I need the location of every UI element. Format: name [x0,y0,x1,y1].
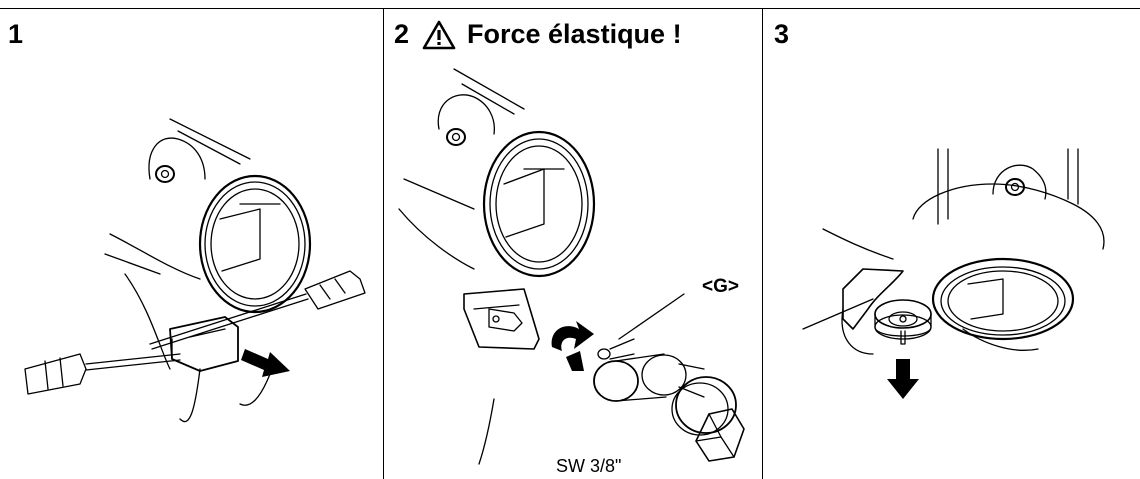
step-number: 3 [774,19,790,49]
warning-triangle-icon [422,20,456,50]
rotate-arrow-icon [551,321,594,371]
part-label-g: <G> [702,276,739,297]
arrow-icon [887,359,919,399]
illustration-remove-pin [802,148,1105,399]
illustration-remove-clip [24,118,366,422]
panel-divider-2 [762,8,763,479]
socket-size-label: SW 3/8" [556,456,622,476]
step-panel-3: 3 [763,9,1140,479]
step-panel-2: 2 Force élastique ! [384,9,762,479]
step-number: 1 [8,19,24,49]
step-number: 2 [394,19,410,49]
step-panel-1: 1 [0,9,383,479]
warning-text: Force élastique ! [467,19,682,49]
illustration-unscrew-spring [398,68,745,465]
panel-divider-1 [383,8,384,479]
arrow-icon [241,349,290,377]
top-rule [0,8,1140,9]
